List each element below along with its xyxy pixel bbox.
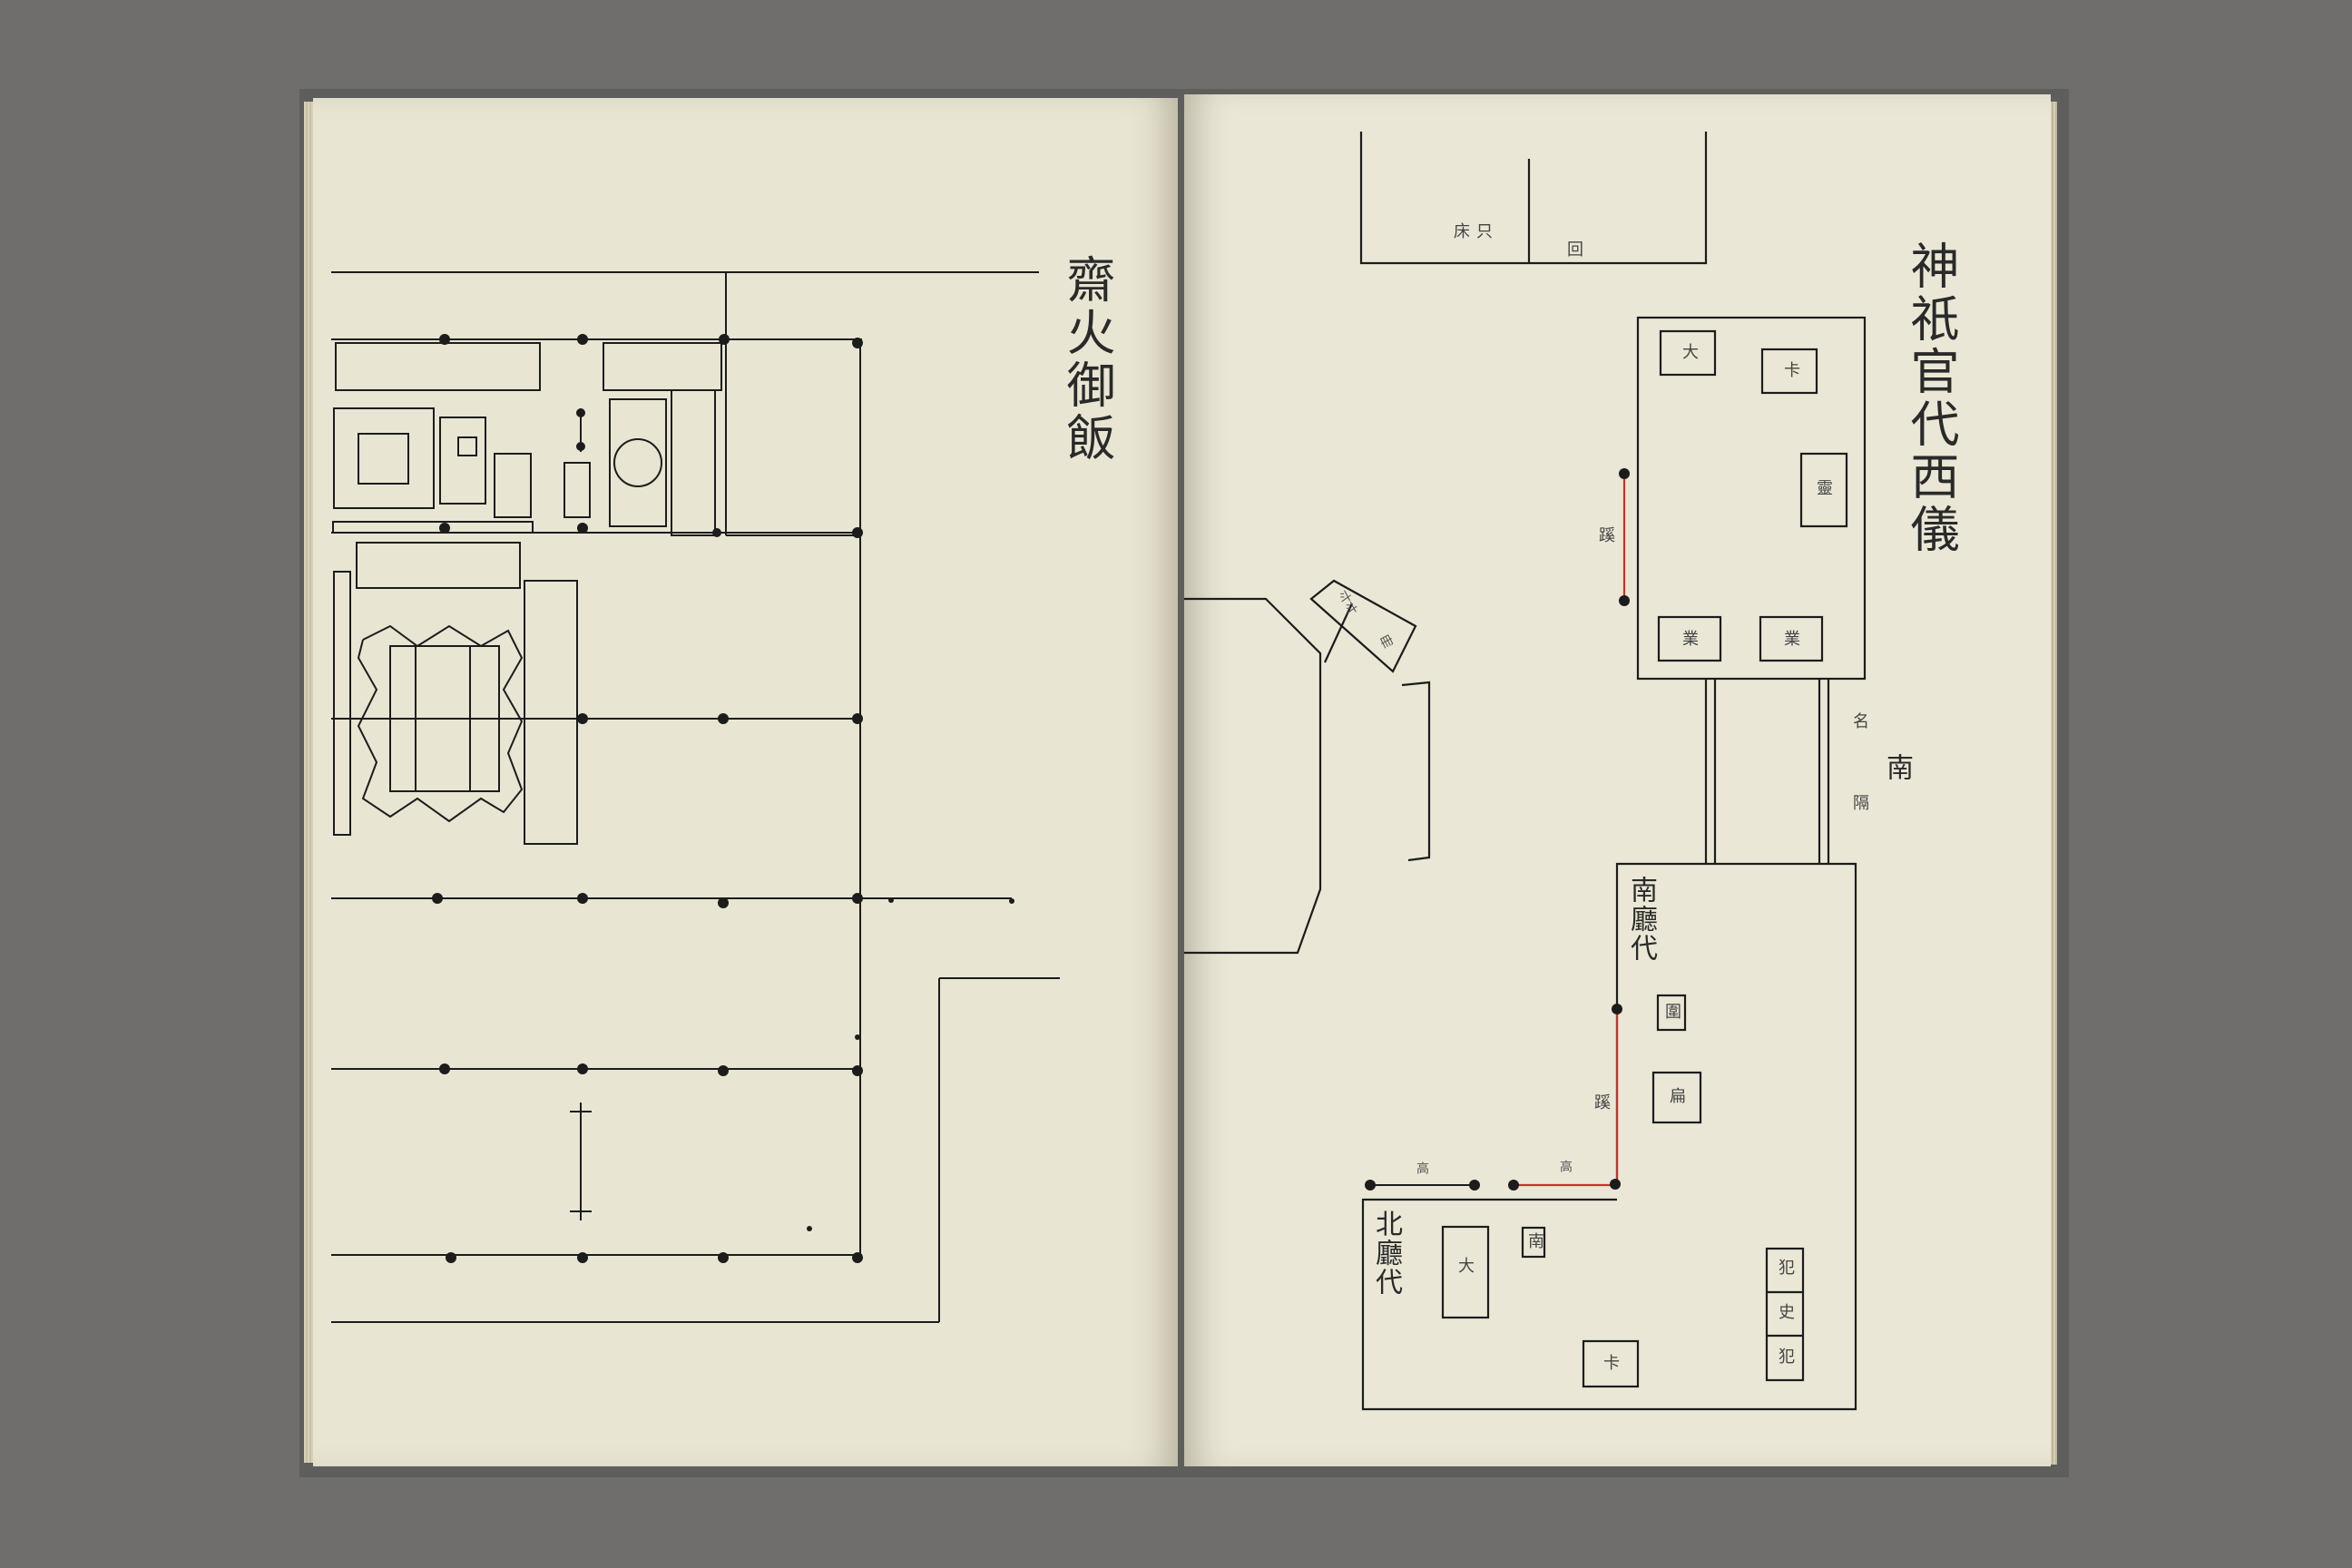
upper-hall-label-5: 業 — [1781, 630, 1800, 646]
north-hall-label-5: 卡 — [1601, 1354, 1620, 1370]
right-page — [1184, 94, 2051, 1466]
north-hall-label-8: 犯 — [1776, 1348, 1795, 1364]
right-page-title: 神祇官代西儀 — [1902, 240, 1959, 556]
left-page — [313, 98, 1178, 1466]
upper-hall-label-1: 大 — [1680, 343, 1699, 359]
corridor-label-3: 隔 — [1850, 794, 1869, 810]
south-hall-label-2: 扁 — [1667, 1087, 1686, 1103]
north-hall-name: 北廳代 — [1370, 1210, 1402, 1297]
upper-hall-side-label: 蹊 — [1596, 526, 1615, 543]
south-hall-side-label: 蹊 — [1592, 1093, 1611, 1110]
south-hall-label-1: 圍 — [1662, 1003, 1681, 1019]
upper-hall-label-4: 業 — [1680, 630, 1699, 646]
top-label-2: 只 — [1474, 222, 1493, 239]
left-page-title: 齋火御飯 — [1058, 254, 1115, 465]
corridor-label-2: 南 — [1881, 753, 1913, 782]
north-hall-label-6: 犯 — [1776, 1259, 1795, 1275]
south-hall-name: 南廳代 — [1625, 876, 1657, 963]
north-hall-label-7: 史 — [1776, 1303, 1795, 1319]
corridor-label-1: 名 — [1850, 712, 1869, 729]
north-hall-label-2: 高 — [1558, 1160, 1573, 1172]
top-label-3: 回 — [1564, 240, 1583, 257]
north-hall-label-4: 大 — [1455, 1257, 1475, 1273]
north-hall-label-3: 南 — [1525, 1232, 1544, 1249]
north-hall-label-1: 高 — [1415, 1161, 1429, 1174]
upper-hall-label-3: 靈 — [1814, 479, 1833, 495]
top-label-1: 床 — [1451, 222, 1470, 239]
upper-hall-label-2: 卡 — [1781, 361, 1800, 377]
